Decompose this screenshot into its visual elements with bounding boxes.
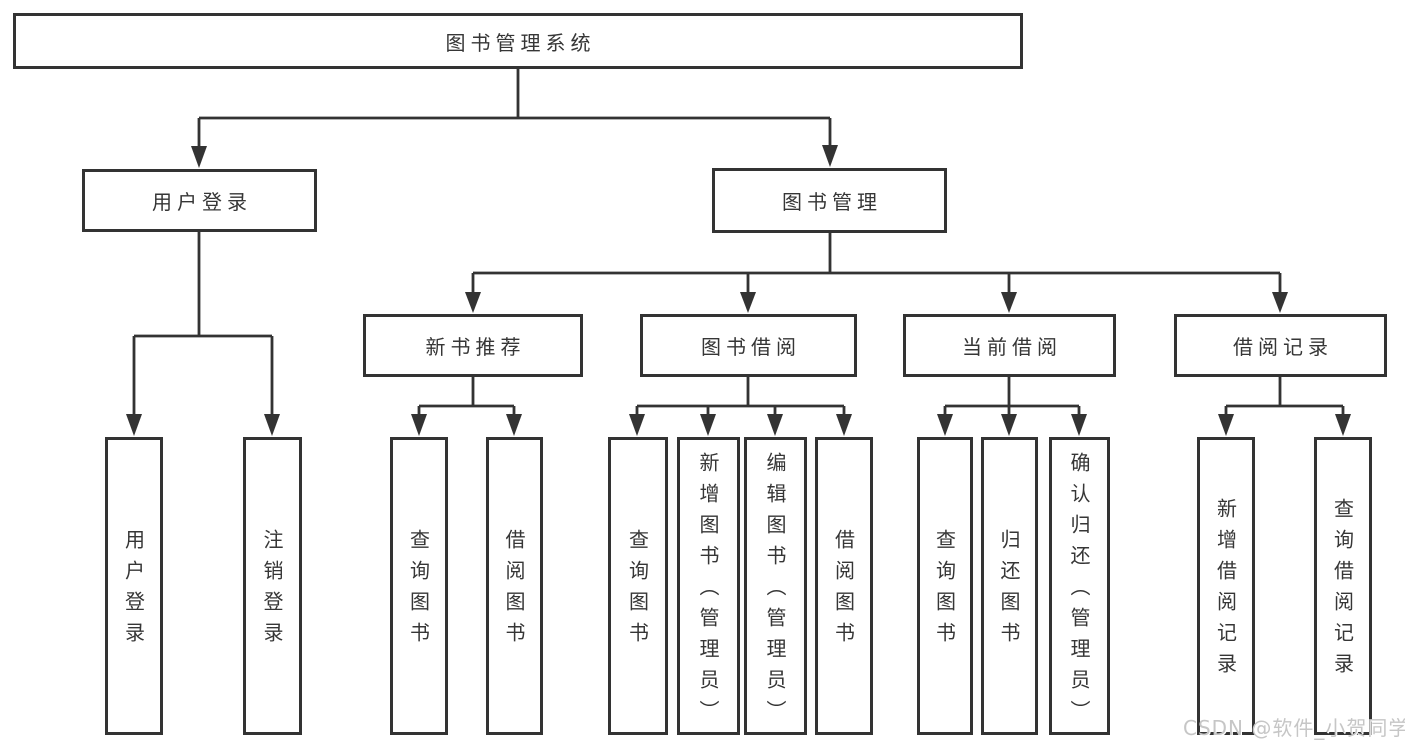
leaf-query-books-borrowing: 查询图书 bbox=[608, 437, 668, 735]
leaf-logout: 注销登录 bbox=[243, 437, 302, 735]
box-new-book-recommend: 新书推荐 bbox=[363, 314, 583, 377]
box-borrowing-records: 借阅记录 bbox=[1174, 314, 1387, 377]
box-book-management: 图书管理 bbox=[712, 168, 947, 233]
leaf-query-books-current: 查询图书 bbox=[917, 437, 973, 735]
csdn-watermark: CSDN @软件_小贺同学 bbox=[1183, 716, 1405, 740]
box-user-login: 用户登录 bbox=[82, 169, 317, 232]
leaf-borrow-books-borrowing: 借阅图书 bbox=[815, 437, 873, 735]
leaf-query-borrow-record: 查询借阅记录 bbox=[1314, 437, 1372, 735]
leaf-borrow-books-recommend: 借阅图书 bbox=[486, 437, 543, 735]
leaf-add-borrow-record: 新增借阅记录 bbox=[1197, 437, 1255, 735]
box-root-system: 图书管理系统 bbox=[13, 13, 1023, 69]
box-book-borrowing: 图书借阅 bbox=[640, 314, 857, 377]
leaf-confirm-return-admin: 确认归还（管理员） bbox=[1049, 437, 1110, 735]
box-current-borrowing: 当前借阅 bbox=[903, 314, 1116, 377]
leaf-add-books-admin: 新增图书（管理员） bbox=[677, 437, 740, 735]
leaf-query-books-recommend: 查询图书 bbox=[390, 437, 448, 735]
leaf-user-login: 用户登录 bbox=[105, 437, 163, 735]
leaf-edit-books-admin: 编辑图书（管理员） bbox=[744, 437, 807, 735]
leaf-return-books: 归还图书 bbox=[981, 437, 1038, 735]
